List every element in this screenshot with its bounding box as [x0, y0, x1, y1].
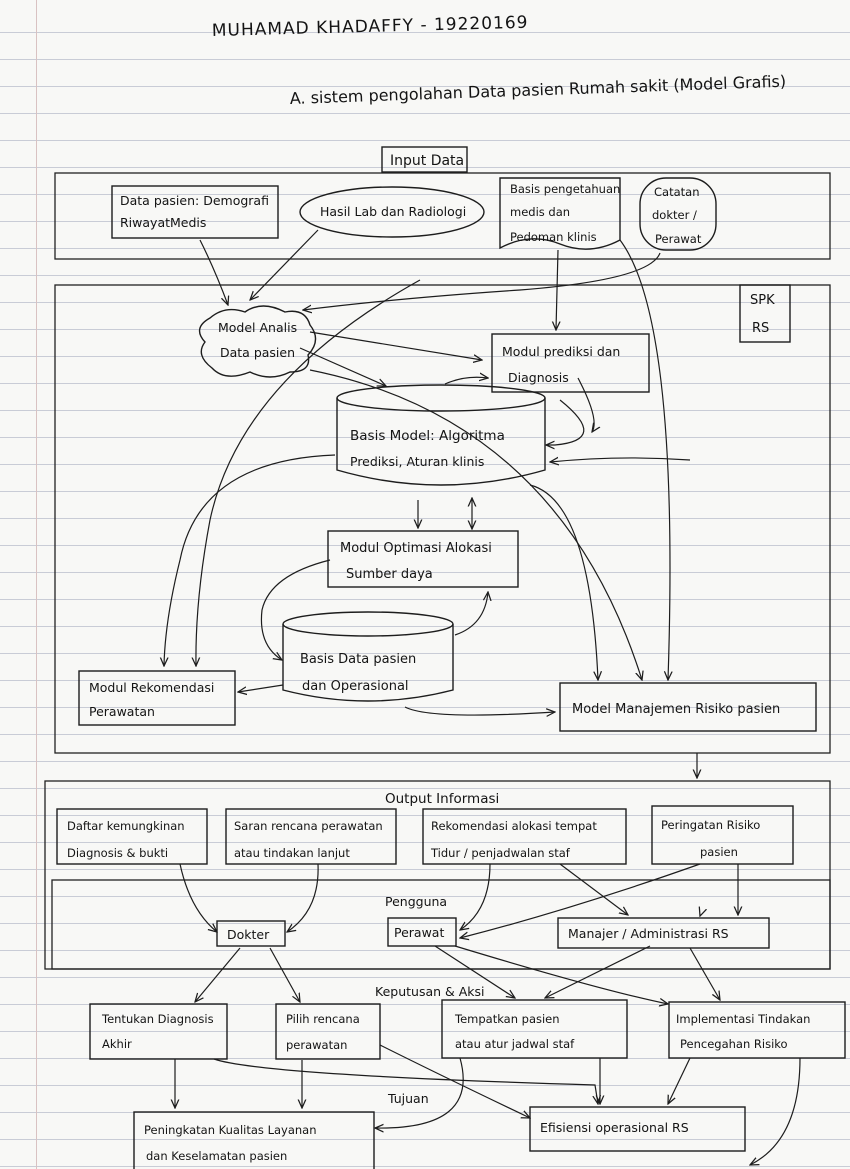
spk-rs-label-box: [739, 284, 791, 343]
differential-diagnosis-label-line1: Daftar kemungkinan: [67, 819, 185, 833]
care-plan-suggestion-label-line2: atau tindakan lanjut: [234, 846, 350, 860]
knowledge-base-label-line1: Basis pengetahuan: [510, 182, 620, 196]
recommendation-module-label-line1: Modul Rekomendasi: [89, 680, 214, 695]
quality-goal-box: [133, 1111, 375, 1169]
page-title: A. sistem pengolahan Data pasien Rumah s…: [289, 72, 786, 108]
choose-plan-label-line2: perawatan: [286, 1038, 347, 1052]
nurse-label: Perawat: [394, 925, 444, 940]
final-diagnosis-label-line2: Akhir: [102, 1037, 132, 1051]
lab-results-label: Hasil Lab dan Radiologi: [320, 204, 466, 219]
analysis-module-node: [198, 305, 317, 378]
place-patient-label-line1: Tempatkan pasien: [454, 1012, 560, 1026]
risk-prevention-label-line1: Implementasi Tindakan: [676, 1012, 810, 1026]
patient-data-label-line1: Data pasien: Demografi: [120, 193, 269, 208]
users-label: Pengguna: [385, 894, 447, 909]
prediction-module-box: [491, 333, 650, 393]
model-base-label-line1: Basis Model: Algoritma: [350, 428, 505, 444]
goals-label: Tujuan: [387, 1091, 429, 1106]
risk-prevention-label-line2: Pencegahan Risiko: [680, 1037, 788, 1051]
optimization-module-label-line1: Modul Optimasi Alokasi: [340, 541, 492, 556]
risk-alert-label-line1: Peringatan Risiko: [661, 818, 760, 832]
connector-arrows: [164, 229, 801, 1165]
doctor-label: Dokter: [227, 927, 270, 942]
risk-alert-label-line2: pasien: [700, 845, 738, 859]
input-data-label-box: [381, 146, 468, 173]
clinician-notes-node: [639, 177, 717, 251]
quality-goal-label-line2: dan Keselamatan pasien: [146, 1149, 287, 1163]
decisions-label: Keputusan & Aksi: [375, 984, 485, 999]
recommendation-module-box: [78, 670, 236, 726]
risk-prevention-box: [668, 1001, 846, 1059]
author-line: MUHAMAD KHADAFFY - 19220169: [212, 13, 529, 41]
spk-label: SPK: [750, 293, 775, 308]
knowledge-base-label-line2: medis dan: [510, 205, 570, 219]
model-base-label-line2: Prediksi, Aturan klinis: [350, 454, 484, 469]
users-section-frame: [51, 879, 831, 970]
care-plan-suggestion-label-line1: Saran rencana perawatan: [234, 819, 383, 833]
model-base-cylinder: [336, 384, 546, 486]
knowledge-base-node: [499, 177, 621, 250]
prediction-module-label-line2: Diagnosis: [508, 370, 569, 385]
analysis-module-label-line2: Data pasien: [220, 345, 295, 360]
input-section-frame: [54, 172, 831, 260]
clinician-notes-label-line1: Catatan: [654, 185, 699, 199]
input-data-label: Input Data: [390, 153, 464, 169]
spk-rs-frame: [54, 284, 831, 754]
analysis-module-label-line1: Model Analis: [218, 320, 297, 335]
rs-label: RS: [752, 321, 769, 336]
knowledge-base-label-line3: Pedoman klinis: [510, 230, 597, 244]
risk-alert-box: [651, 805, 794, 865]
doctor-box: [216, 920, 286, 947]
place-patient-label-line2: atau atur jadwal staf: [455, 1037, 575, 1051]
recommendation-module-label-line2: Perawatan: [89, 704, 155, 719]
choose-plan-label-line1: Pilih rencana: [286, 1012, 360, 1026]
output-label: Output Informasi: [385, 791, 499, 807]
manager-box: [557, 917, 770, 949]
nurse-box: [387, 917, 457, 947]
bed-allocation-box: [422, 808, 627, 865]
patient-database-label-line1: Basis Data pasien: [300, 652, 416, 667]
clinician-notes-label-line3: Perawat: [655, 232, 702, 246]
final-diagnosis-label-line1: Tentukan Diagnosis: [101, 1012, 214, 1026]
patient-database-cylinder: [282, 611, 454, 702]
quality-goal-label-line1: Peningkatan Kualitas Layanan: [144, 1123, 317, 1137]
differential-diagnosis-box: [56, 808, 208, 865]
efficiency-goal-label: Efisiensi operasional RS: [540, 1120, 689, 1135]
patient-data-label-line2: RiwayatMedis: [120, 215, 206, 230]
choose-plan-box: [275, 1003, 381, 1060]
care-plan-suggestion-box: [225, 808, 397, 865]
risk-management-box: [559, 682, 817, 732]
bed-allocation-label-line1: Rekomendasi alokasi tempat: [431, 819, 597, 833]
bed-allocation-label-line2: Tidur / penjadwalan staf: [430, 846, 571, 860]
paper-margin-line: [36, 0, 37, 1169]
efficiency-goal-box: [529, 1106, 746, 1152]
optimization-module-box: [327, 530, 519, 588]
patient-database-label-line2: dan Operasional: [302, 679, 409, 694]
differential-diagnosis-label-line2: Diagnosis & bukti: [67, 846, 168, 860]
optimization-module-label-line2: Sumber daya: [346, 567, 433, 582]
manager-label: Manajer / Administrasi RS: [568, 926, 729, 941]
lab-results-node: [299, 186, 485, 238]
prediction-module-label-line1: Modul prediksi dan: [502, 344, 620, 359]
place-patient-box: [441, 999, 628, 1059]
final-diagnosis-box: [89, 1003, 228, 1060]
risk-management-label: Model Manajemen Risiko pasien: [572, 702, 780, 717]
patient-data-box: [111, 185, 279, 239]
clinician-notes-label-line2: dokter /: [652, 208, 697, 222]
